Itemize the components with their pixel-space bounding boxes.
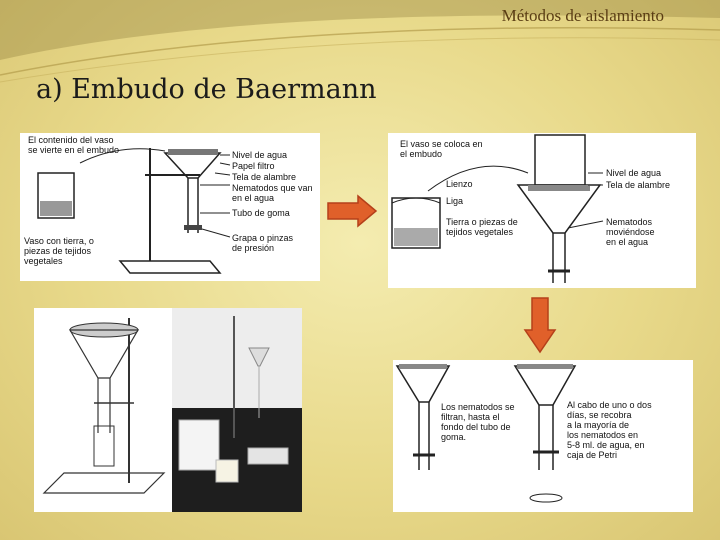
label-tubo-goma: Tubo de goma [232, 208, 290, 218]
slide-title: a) Embudo de Baermann [36, 74, 376, 105]
right-arrow-icon [326, 194, 378, 228]
label-tierra: Tierra o piezas de tejidos vegetales [446, 217, 518, 237]
label-grapa: Grapa o pinzas de presión [232, 233, 293, 253]
label-liga: Liga [446, 196, 463, 206]
label-vaso-coloca: El vaso se coloca en el embudo [400, 139, 483, 159]
header-title: Métodos de aislamiento [502, 6, 664, 26]
label-contenido: El contenido del vaso se vierte en el em… [28, 135, 119, 155]
label-nematodos-moviendose: Nematodos moviéndose en el agua [606, 217, 655, 247]
label-tela-alambre: Tela de alambre [232, 172, 296, 182]
label-nivel-agua: Nivel de agua [232, 150, 287, 160]
photo-baermann-apparatus [34, 308, 302, 512]
label-filtran: Los nematodos se filtran, hasta el fondo… [441, 402, 515, 442]
label-nivel-agua-2: Nivel de agua [606, 168, 661, 178]
diagram-vaso-embudo: El vaso se coloca en el embudo Lienzo Li… [388, 133, 696, 288]
label-papel-filtro: Papel filtro [232, 161, 275, 171]
label-vaso-tierra: Vaso con tierra, o piezas de tejidos veg… [24, 236, 94, 266]
diagram-nematodos-filtran: Los nematodos se filtran, hasta el fondo… [393, 360, 693, 512]
label-lienzo: Lienzo [446, 179, 473, 189]
label-tela-alambre-2: Tela de alambre [606, 180, 670, 190]
label-nematodos: Nematodos que van en el agua [232, 183, 313, 203]
diagram-baermann-funnel: El contenido del vaso se vierte en el em… [20, 133, 320, 281]
label-cabo: Al cabo de uno o dos días, se recobra a … [567, 400, 652, 460]
down-arrow-icon [523, 296, 557, 354]
